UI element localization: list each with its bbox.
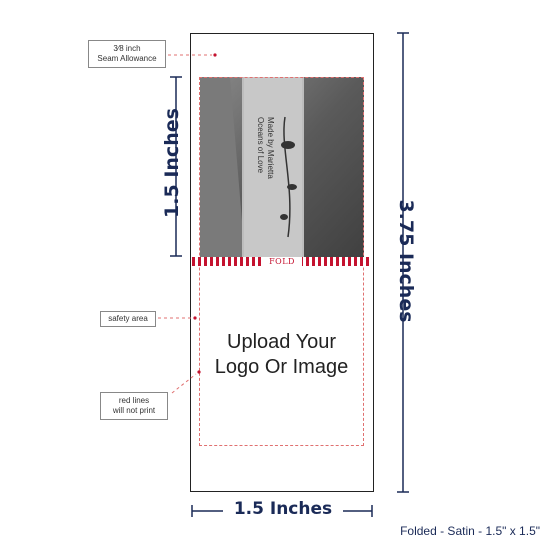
sample-label-line-2: Made by Marietta	[266, 117, 275, 179]
dimension-label-total-height: 3.75 Inches	[395, 199, 417, 323]
upload-logo-placeholder[interactable]: Upload Your Logo Or Image	[199, 330, 364, 380]
seam-allowance-text: Seam Allowance	[97, 54, 157, 63]
product-description: Folded - Satin - 1.5" x 1.5"	[400, 524, 540, 538]
safety-area-callout: safety area	[100, 311, 156, 327]
red-lines-line-1: red lines	[118, 396, 150, 405]
upload-line-2: Logo Or Image	[214, 356, 349, 378]
sample-label-photo: Oceans of Love Made by Marietta	[200, 77, 364, 257]
upload-line-1: Upload Your	[227, 331, 336, 353]
seam-allowance-fraction: 3⁄8 inch	[113, 44, 141, 53]
sample-label-illustration: Oceans of Love Made by Marietta	[200, 77, 364, 257]
dimension-label-top-height: 1.5 Inches	[161, 108, 183, 218]
fold-label: FOLD	[262, 257, 302, 266]
red-lines-line-2: will not print	[112, 406, 156, 415]
sample-label-line-1: Oceans of Love	[256, 117, 265, 174]
seam-allowance-callout: 3⁄8 inch Seam Allowance	[88, 40, 166, 68]
red-lines-callout: red lines will not print	[100, 392, 168, 420]
dimension-label-width: 1.5 Inches	[223, 499, 343, 519]
